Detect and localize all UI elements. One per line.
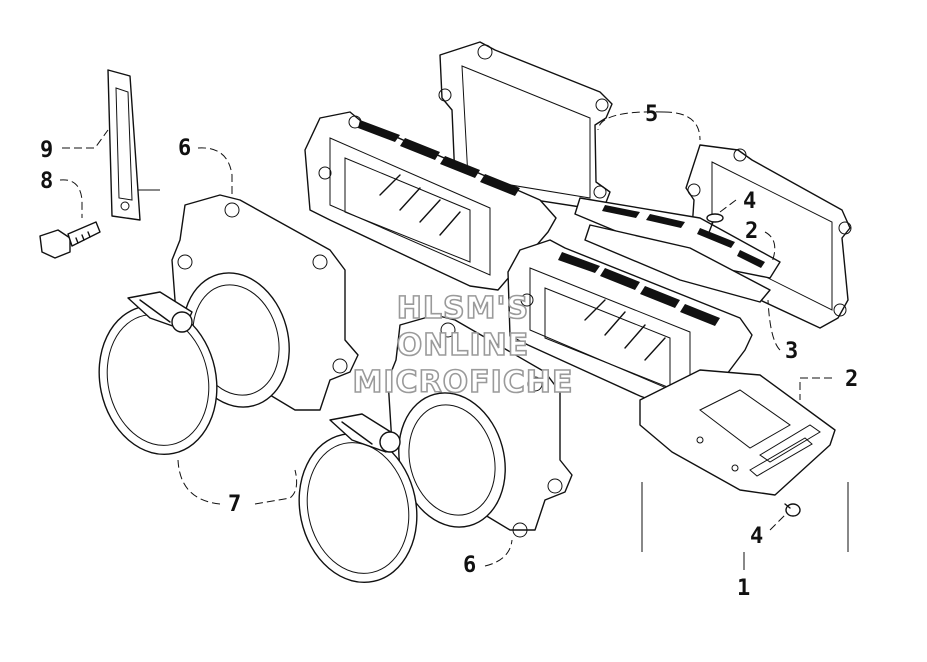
callout-5: 5 [645, 102, 658, 127]
watermark-line-1: HLSM'S [397, 291, 529, 326]
callout-8: 8 [40, 169, 53, 194]
reed-block-upper [304, 111, 557, 291]
watermark-line-2: ONLINE [397, 328, 530, 363]
bracket-part-9 [107, 69, 141, 221]
callout-4-lower: 4 [750, 524, 763, 549]
leader-lines [59, 111, 849, 570]
callout-7: 7 [228, 492, 241, 517]
screw-upper [706, 213, 724, 236]
bolt-part-8 [39, 221, 101, 259]
callout-2-upper: 2 [745, 219, 758, 244]
callout-4-upper: 4 [743, 189, 756, 214]
callout-3: 3 [785, 339, 798, 364]
intake-boot-lower [387, 314, 573, 538]
hose-clamp-lower [298, 413, 418, 584]
callout-6-lower: 6 [463, 553, 476, 578]
callout-9: 9 [40, 138, 53, 163]
watermark-line-3: MICROFICHE [353, 365, 574, 400]
screw-lower [784, 503, 801, 517]
reed-plate-lower [639, 369, 836, 496]
callout-labels: 1 2 2 3 4 4 5 6 6 7 8 9 [40, 102, 858, 601]
watermark: HLSM'S ONLINE MICROFICHE [352, 290, 574, 401]
hose-clamp-upper [98, 291, 218, 456]
callout-1: 1 [737, 576, 750, 601]
reed-petal-upper [574, 197, 781, 303]
callout-2-lower: 2 [845, 367, 858, 392]
callout-6-upper: 6 [178, 136, 191, 161]
